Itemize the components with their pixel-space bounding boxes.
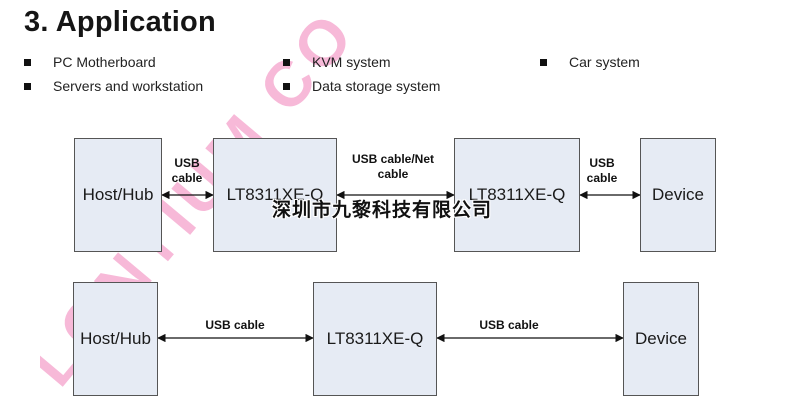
list-item: Car system [540,52,640,72]
host-hub-box: Host/Hub [74,138,162,252]
list-item-label: Data storage system [312,78,441,94]
list-item: Servers and workstation [24,76,203,96]
list-item-label: KVM system [312,54,391,70]
usb-net-cable-label: USB cable/Net cable [351,152,435,181]
usb-cable-label: USB cable [171,156,203,185]
list-item-label: Car system [569,54,640,70]
bullet-square-icon [283,58,290,66]
usb-cable-label: USB cable [479,318,539,332]
bullet-square-icon [24,58,31,66]
application-list: PC Motherboard KVM system Car system Ser… [24,52,784,100]
list-item-label: PC Motherboard [53,54,156,70]
list-item: Data storage system [283,76,440,96]
usb-cable-label: USB cable [586,156,618,185]
chip-box: LT8311XE-Q [213,138,337,252]
page-title: 3. Application [24,6,216,38]
host-hub-box: Host/Hub [73,282,158,396]
list-item: KVM system [283,52,391,72]
list-item: PC Motherboard [24,52,156,72]
device-box: Device [623,282,699,396]
company-name-overlay: 深圳市九黎科技有限公司 [272,199,493,221]
usb-cable-label: USB cable [205,318,265,332]
bullet-square-icon [24,82,31,90]
chip-box: LT8311XE-Q [454,138,580,252]
list-item-label: Servers and workstation [53,78,204,94]
chip-box: LT8311XE-Q [313,282,437,396]
device-box: Device [640,138,716,252]
bullet-square-icon [540,58,547,66]
bullet-square-icon [283,82,290,90]
